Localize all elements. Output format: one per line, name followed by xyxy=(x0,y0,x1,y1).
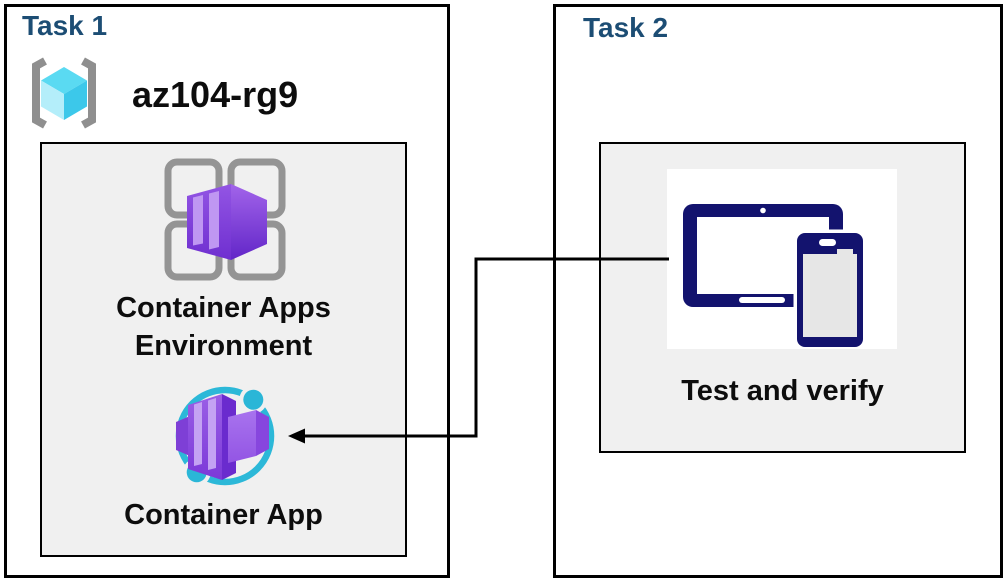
devices-icon-background xyxy=(667,169,897,349)
container-app-label: Container App xyxy=(124,499,323,531)
resource-group-name: az104-rg9 xyxy=(132,74,299,115)
test-and-verify-label: Test and verify xyxy=(681,375,884,407)
devices-icon xyxy=(683,204,867,349)
container-apps-environment-icon xyxy=(164,158,286,281)
task2-title: Task 2 xyxy=(583,12,669,43)
resource-group-icon xyxy=(32,57,96,129)
task1-title: Task 1 xyxy=(22,10,108,41)
environment-label: Container Apps Environment xyxy=(116,292,331,362)
container-app-icon xyxy=(175,385,275,487)
